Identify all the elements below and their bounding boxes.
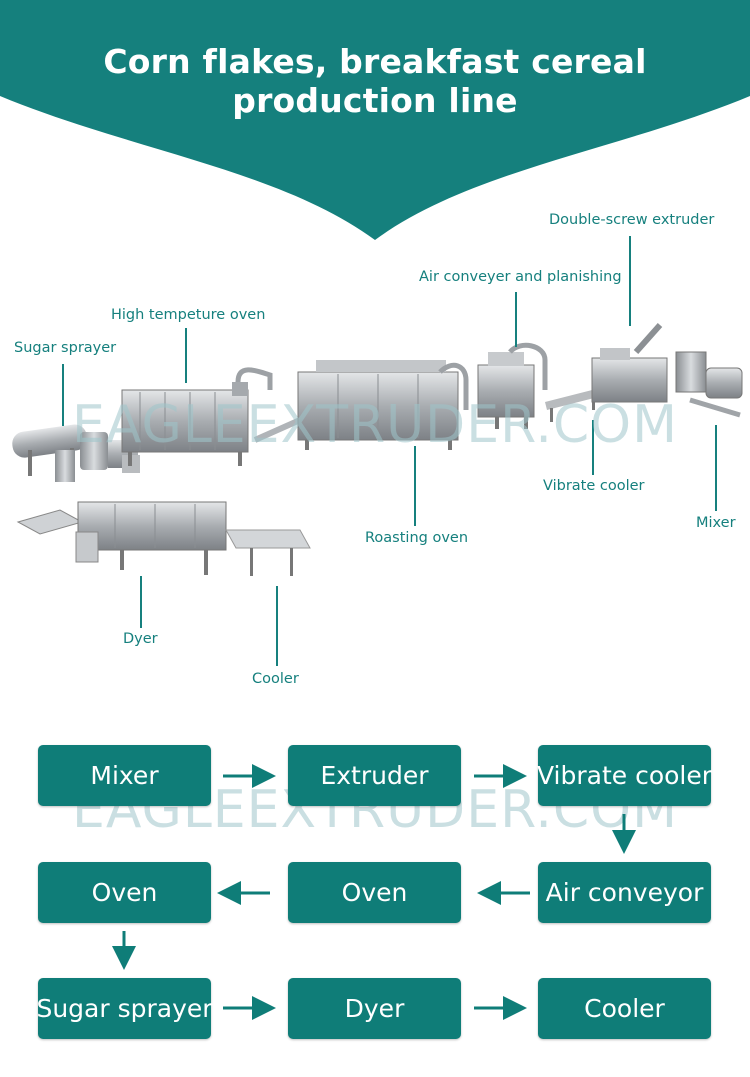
leader-line [715,425,717,511]
flow-step-dyer: Dyer [288,978,461,1039]
label-high-temp-oven: High tempeture oven [111,307,266,323]
roasting-oven-machine [297,360,469,450]
leader-line [629,236,631,326]
flow-step-extruder: Extruder [288,745,461,806]
leader-line [62,364,64,426]
label-air-conveyer: Air conveyer and planishing [419,269,622,285]
label-vibrate-cooler: Vibrate cooler [543,478,645,494]
air-conveyer-machine [477,342,548,429]
sugar-sprayer-machine [12,424,88,482]
vibrate-cooler-machine [545,388,602,422]
flow-step-air-conveyor: Air conveyor [538,862,711,923]
high-temperature-oven-machine [121,367,273,466]
label-dyer: Dyer [123,631,158,647]
leader-line [414,446,416,526]
flow-step-mixer: Mixer [38,745,211,806]
leader-line [185,328,187,383]
leader-line [592,420,594,475]
double-screw-extruder-machine [591,323,707,403]
label-roasting-oven: Roasting oven [365,530,469,546]
header-banner [0,0,750,240]
flow-step-oven-2: Oven [38,862,211,923]
flow-step-cooler: Cooler [538,978,711,1039]
label-cooler: Cooler [252,671,299,687]
cooler-machine [225,529,311,576]
conveyor-pipe [253,417,302,443]
flow-step-vibrate-cooler: Vibrate cooler [537,745,712,806]
production-line-illustration [12,323,743,576]
flow-step-oven-1: Oven [288,862,461,923]
flow-step-sugar-sprayer: Sugar sprayer [36,978,213,1039]
label-sugar-sprayer: Sugar sprayer [14,340,117,356]
dyer-machine [16,501,227,575]
label-mixer: Mixer [696,515,736,531]
page-title: Corn flakes, breakfast cereal production… [103,42,647,120]
label-double-screw-extruder: Double-screw extruder [549,212,715,228]
mixer-machine [689,367,743,418]
flow-arrows [112,764,636,1020]
leader-line [140,576,142,628]
leader-line [515,292,517,347]
leader-line [276,586,278,666]
